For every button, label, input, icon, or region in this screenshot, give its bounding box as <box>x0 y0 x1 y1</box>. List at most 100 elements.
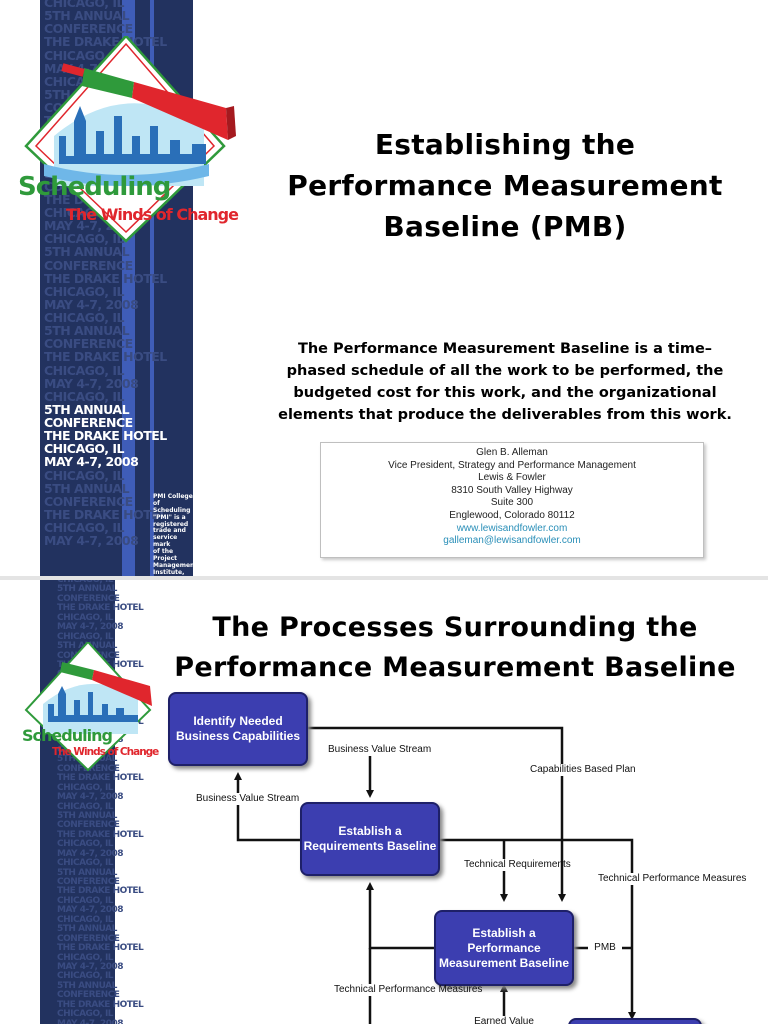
banner-line: The Drake Hotel <box>57 999 144 1010</box>
slide-2-title: The Processes Surrounding the Performanc… <box>170 608 740 688</box>
author-company: Lewis & Fowler <box>478 472 546 484</box>
banner-line: Conference <box>57 820 120 831</box>
pmi-note-line: registered <box>153 520 189 528</box>
banner-line: Conference <box>44 493 133 509</box>
business-value-stream-return-label: Business Value Stream <box>196 793 300 805</box>
banner-line: 5th Annual <box>44 401 130 417</box>
banner-line: Chicago, IL <box>44 388 124 404</box>
pmb-definition: The Performance Measurement Baseline is … <box>270 338 740 426</box>
banner-line: May 4-7, 2008 <box>44 296 139 312</box>
slide-divider <box>0 576 768 580</box>
banner-line: The Drake Hotel <box>44 270 167 286</box>
definition-line: The Performance Measurement Baseline is … <box>297 341 713 357</box>
slide-1-title: Establishing the Performance Measurement… <box>270 124 740 247</box>
banner-line: Chicago, IL <box>57 801 114 812</box>
author-email-link[interactable]: galleman@lewisandfowler.com <box>443 535 581 547</box>
next-process-box <box>568 1018 702 1024</box>
banner-line: Conference <box>44 415 133 430</box>
process-connectors <box>234 726 636 1024</box>
banner-line: Conference <box>57 593 120 604</box>
banner-line: May 4-7, 2008 <box>57 905 124 916</box>
banner-line: 5th Annual <box>57 924 117 935</box>
banner-line: Chicago, IL <box>57 631 114 642</box>
pmi-note-line: PMI College <box>153 493 193 500</box>
banner-stripe-thin <box>150 0 154 576</box>
banner-line: Chicago, IL <box>57 895 114 906</box>
banner-line: The Drake Hotel <box>57 886 144 897</box>
pmi-note-line: Management <box>153 561 198 569</box>
title-line: Performance Measurement Baseline <box>174 652 736 683</box>
business-value-stream-label: Business Value Stream <box>328 744 432 756</box>
banner-line: 5th Annual <box>44 244 130 260</box>
title-line: Establishing the <box>374 128 636 161</box>
banner-line: Conference <box>57 990 120 1001</box>
banner-line: 5th Annual <box>57 867 117 878</box>
banner-line: Chicago, IL <box>57 858 114 869</box>
logo-title: Scheduling <box>22 726 113 745</box>
banner-line: The Drake Hotel <box>57 773 144 784</box>
title-line: The Processes Surrounding the <box>212 612 698 643</box>
earned-value-label: Earned Value <box>470 1016 538 1024</box>
banner-line: Conference <box>44 336 133 352</box>
pmi-note-line: "PMI" is a <box>153 513 186 521</box>
conference-logo-icon <box>24 36 236 243</box>
banner-line: Chicago, IL <box>57 612 114 623</box>
author-role: Vice President, Strategy and Performance… <box>388 459 636 471</box>
banner-line: Chicago, IL <box>44 0 124 10</box>
slide-2: Chicago, IL5th AnnualConferenceThe Drake… <box>0 580 768 1024</box>
banner-line: Chicago, IL <box>57 580 114 585</box>
pmb-label: PMB <box>588 942 622 954</box>
definition-line: phased schedule of all the work to be pe… <box>286 363 724 379</box>
establish-pmb-box: Establish a Performance Measurement Base… <box>434 910 574 986</box>
logo-title: Scheduling <box>18 172 171 202</box>
banner-line: Chicago, IL <box>44 467 124 483</box>
banner-line: May 4-7, 2008 <box>57 622 124 633</box>
banner-line: The Drake Hotel <box>44 428 167 444</box>
banner-line: May 4-7, 2008 <box>44 533 139 549</box>
banner-line: Chicago, IL <box>44 362 124 378</box>
banner-line: Chicago, IL <box>44 310 124 325</box>
banner-line: Chicago, IL <box>57 1009 114 1020</box>
banner-line: May 4-7, 2008 <box>57 792 124 803</box>
logo-subtitle: The Winds of Change <box>52 746 159 758</box>
banner-line: Chicago, IL <box>57 914 114 925</box>
definition-line: elements that produce the deliverables f… <box>278 407 732 423</box>
banner-line: Chicago, IL <box>44 520 124 535</box>
technical-performance-measures-return-label: Technical Performance Measures <box>334 984 483 996</box>
banner-line: Conference <box>57 877 120 887</box>
establish-requirements-box: Establish a Requirements Baseline <box>300 802 440 876</box>
banner-line: May 4-7, 2008 <box>44 375 139 391</box>
title-line: Baseline (PMB) <box>383 210 627 243</box>
author-suite: Suite 300 <box>490 497 534 509</box>
banner-line: The Drake Hotel <box>44 506 167 522</box>
banner-line: The Drake Hotel <box>44 34 167 50</box>
banner-line: Chicago, IL <box>57 971 114 982</box>
banner-line: Chicago, IL <box>57 839 114 850</box>
pmi-note-line: service mark <box>153 534 178 549</box>
banner-line: May 4-7, 2008 <box>44 454 139 470</box>
pmi-note-line: Institute, Inc. <box>153 568 185 576</box>
conference-logo-icon <box>24 642 152 772</box>
banner-line: May 4-7, 2008 <box>57 848 124 859</box>
author-website-link[interactable]: www.lewisandfowler.com <box>456 522 568 534</box>
author-street: 8310 South Valley Highway <box>451 484 573 496</box>
banner-line: The Drake Hotel <box>44 349 167 365</box>
banner-line: The Drake Hotel <box>57 829 144 840</box>
banner-line: Chicago, IL <box>57 782 114 793</box>
banner-line: The Drake Hotel <box>57 943 144 954</box>
banner-line: Chicago, IL <box>44 441 124 457</box>
banner-line: May 4-7, 2008 <box>57 1018 124 1024</box>
pmi-note-line: trade and <box>153 527 186 535</box>
author-name: Glen B. Alleman <box>476 447 548 458</box>
banner-line: 5th Annual <box>44 8 130 24</box>
author-contact-box: Glen B. Alleman Vice President, Strategy… <box>320 442 704 558</box>
banner-line: Chicago, IL <box>57 952 114 963</box>
banner-line: Conference <box>44 257 133 273</box>
author-city: Englewood, Colorado 80112 <box>449 509 575 521</box>
banner-line: The Drake Hotel <box>57 603 144 614</box>
banner-line: 5th Annual <box>57 810 117 821</box>
capabilities-based-plan-label: Capabilities Based Plan <box>530 764 636 776</box>
banner-line: 5th Annual <box>57 980 117 991</box>
pmi-note-line: of the Project <box>153 548 178 563</box>
